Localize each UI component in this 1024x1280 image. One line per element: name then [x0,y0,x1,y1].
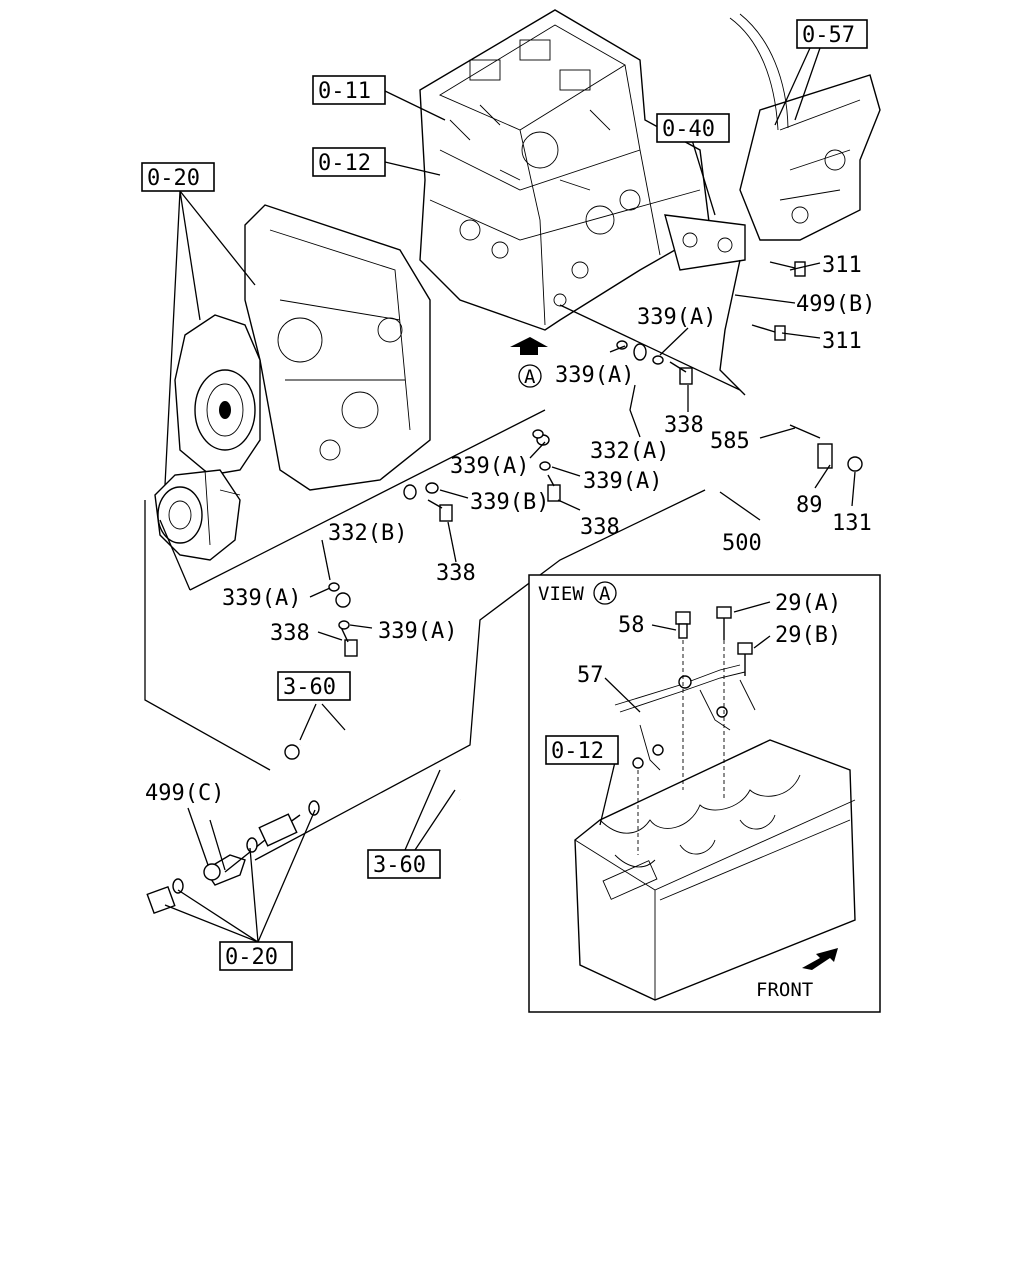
label-57: 57 [577,663,604,688]
ref-3-60-left-text: 3-60 [283,675,336,700]
label-339-a-2: 339(A) [555,363,634,388]
label-500: 500 [722,531,762,556]
ref-box-0-20-bottom[interactable]: 0-20 [219,941,293,971]
ref-box-0-11[interactable]: 0-11 [312,75,386,105]
ref-box-3-60-left[interactable]: 3-60 [277,671,351,701]
label-585: 585 [710,429,750,454]
label-89: 89 [796,493,823,518]
label-339-a-5: 339(A) [222,586,301,611]
label-499-c: 499(C) [145,781,224,806]
ref-3-60-bottom-text: 3-60 [373,853,426,878]
ref-0-57-text: 0-57 [802,23,855,48]
label-499-b: 499(B) [796,292,875,317]
ref-0-12-view-text: 0-12 [551,739,604,764]
ref-box-0-12-view[interactable]: 0-12 [545,735,619,765]
front-label: FRONT [756,979,813,1001]
ref-box-0-20-top[interactable]: 0-20 [141,162,215,192]
label-339-a-1: 339(A) [637,305,716,330]
marker-a-text: A [524,366,536,388]
view-a-marker: A [518,364,542,388]
ref-box-0-57[interactable]: 0-57 [796,19,868,49]
label-338-1: 338 [664,413,704,438]
ref-box-3-60-bottom[interactable]: 3-60 [367,849,441,879]
view-title: VIEW [538,583,584,605]
label-311-b: 311 [822,329,862,354]
label-332-b: 332(B) [328,521,407,546]
ref-0-40-text: 0-40 [662,117,715,142]
label-339-b: 339(B) [470,490,549,515]
label-338-2: 338 [580,515,620,540]
pump-housing [174,314,261,476]
label-338-4: 338 [270,621,310,646]
vacuum-pump [154,469,241,561]
front-arrow-icon [802,948,838,970]
leader-lines [144,47,856,943]
ref-box-0-40[interactable]: 0-40 [656,113,730,143]
view-marker-text: A [599,583,611,605]
label-339-a-4: 339(A) [583,469,662,494]
ref-0-20-top-text: 0-20 [147,166,200,191]
label-58: 58 [618,613,645,638]
ref-box-0-12-top[interactable]: 0-12 [312,147,386,177]
view-a-inset: VIEW A [528,574,881,1013]
part-labels: 311 499(B) 311 339(A) 339(A) 338 332(A) … [145,253,875,806]
label-339-a-6: 339(A) [378,619,457,644]
engine-block [419,9,711,331]
bracket-assembly [664,13,881,271]
ref-0-12-top-text: 0-12 [318,151,371,176]
label-338-3: 338 [436,561,476,586]
label-131: 131 [832,511,872,536]
ref-0-20-bottom-text: 0-20 [225,945,278,970]
label-332-a: 332(A) [590,439,669,464]
label-311-a: 311 [822,253,862,278]
lower-fitting-assembly [146,800,320,915]
ref-0-11-text: 0-11 [318,79,371,104]
label-29-a: 29(A) [775,591,841,616]
label-339-a-3: 339(A) [450,454,529,479]
label-29-b: 29(B) [775,623,841,648]
timing-cover [244,204,431,491]
